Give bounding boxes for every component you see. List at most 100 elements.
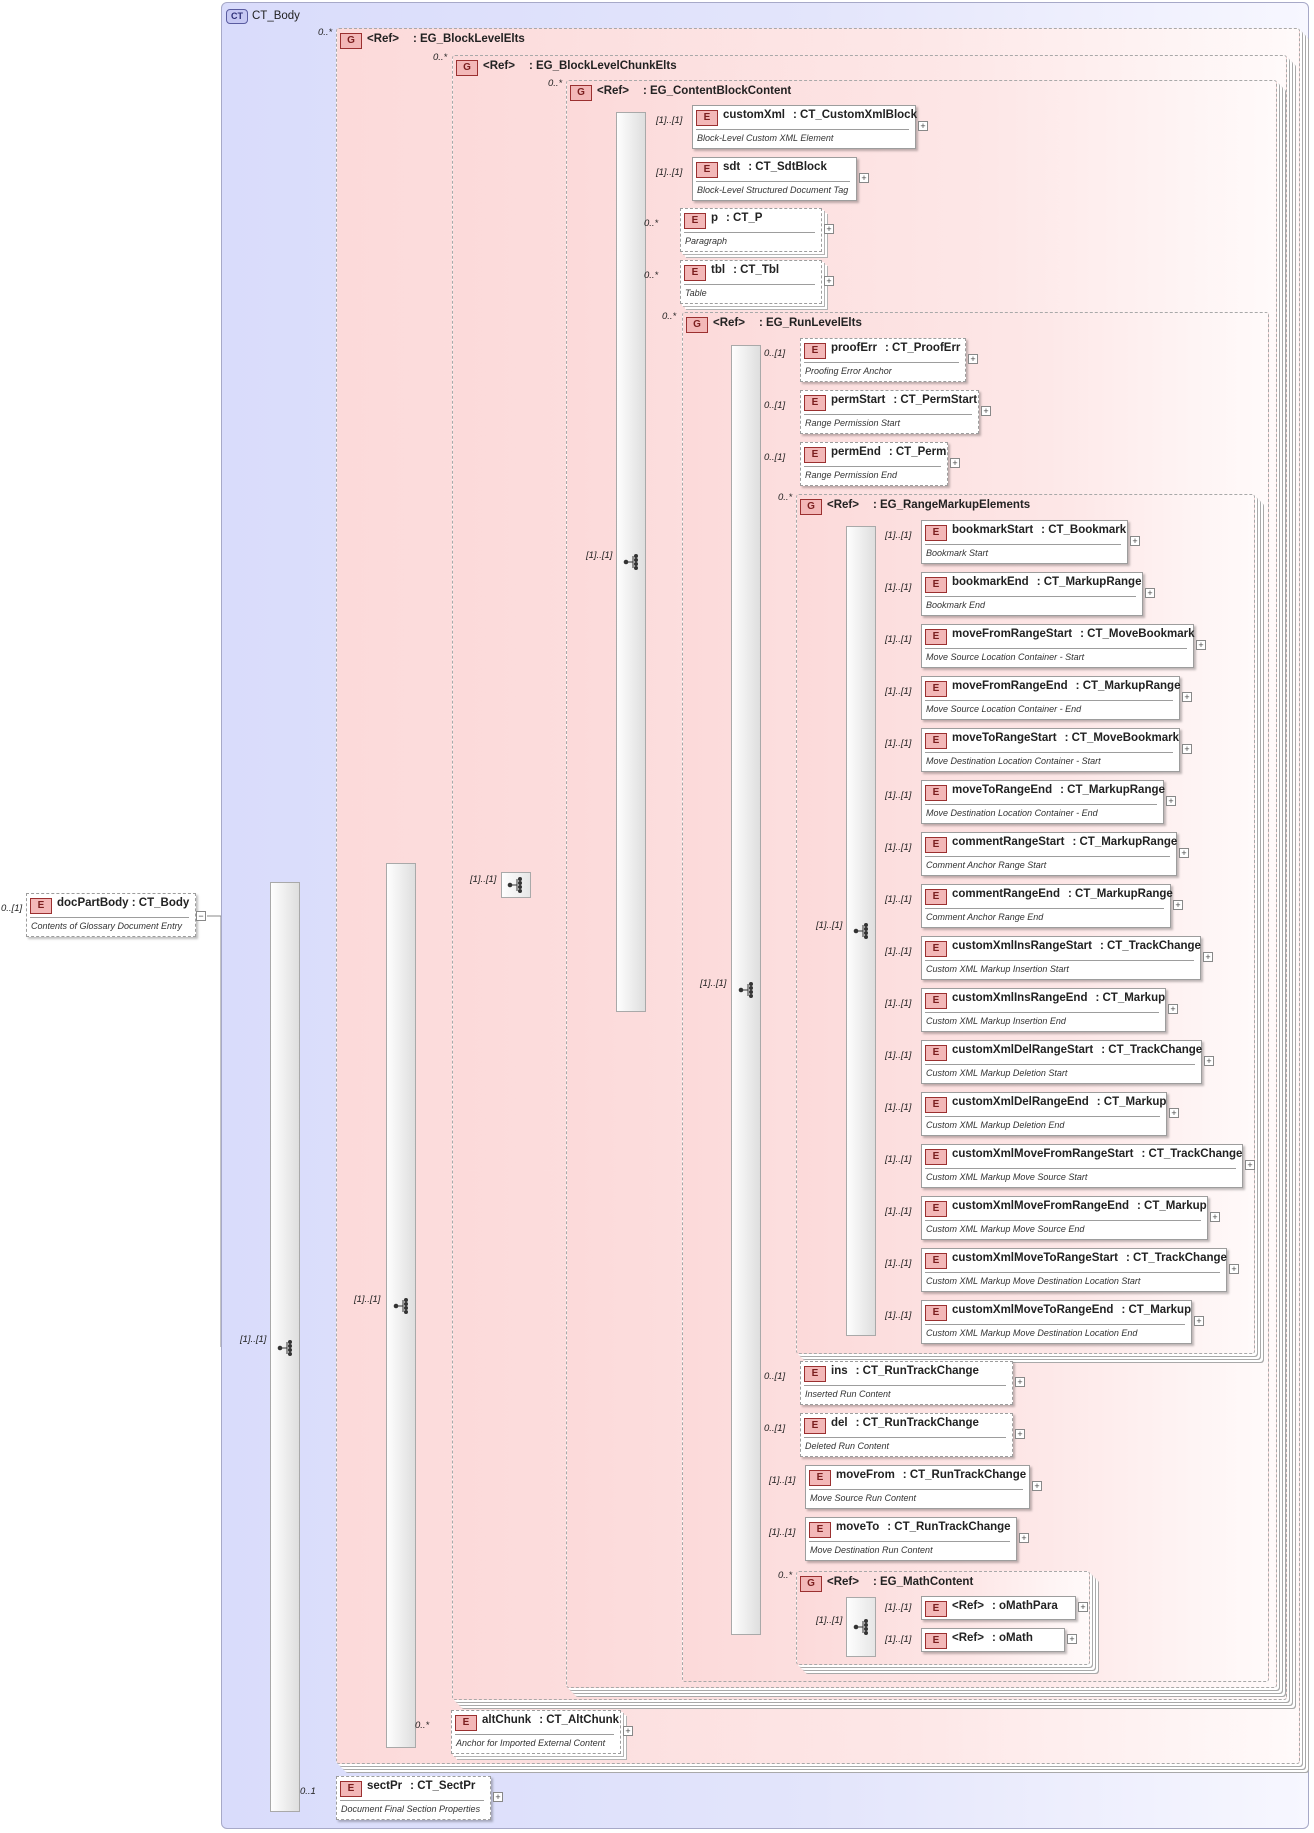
element-name: sectPr: CT_SectPr xyxy=(367,1780,476,1792)
element-doc: Block-Level Structured Document Tag xyxy=(697,185,849,195)
expand-toggle[interactable]: + xyxy=(1229,1264,1239,1274)
element-name: p: CT_P xyxy=(711,212,763,224)
element-badge: E xyxy=(925,1201,947,1217)
expand-toggle[interactable]: + xyxy=(1179,848,1189,858)
expand-toggle[interactable]: + xyxy=(859,173,869,183)
choice-icon xyxy=(623,554,638,570)
expand-toggle[interactable]: + xyxy=(1204,1056,1214,1066)
expand-toggle[interactable]: + xyxy=(1203,952,1213,962)
expand-toggle[interactable]: + xyxy=(1015,1377,1025,1387)
expand-toggle[interactable]: + xyxy=(950,458,960,468)
cardinality-label: [1]..[1] xyxy=(885,1206,912,1217)
expand-toggle[interactable]: + xyxy=(1210,1212,1220,1222)
group-badge: G xyxy=(340,33,362,49)
expand-toggle[interactable]: + xyxy=(1168,1004,1178,1014)
element-badge: E xyxy=(696,162,718,178)
expand-toggle[interactable]: + xyxy=(1145,588,1155,598)
cardinality-label: 0..* xyxy=(644,218,659,229)
element-name: bookmarkStart: CT_Bookmark xyxy=(952,524,1127,536)
element-doc: Custom XML Markup Insertion End xyxy=(926,1016,1066,1026)
expand-toggle[interactable]: + xyxy=(968,354,978,364)
expand-toggle[interactable]: + xyxy=(918,121,928,131)
element-name: del: CT_RunTrackChange xyxy=(831,1417,979,1429)
expand-toggle[interactable]: + xyxy=(981,406,991,416)
element-name: customXmlDelRangeEnd: CT_Markup xyxy=(952,1096,1167,1108)
element-name: altChunk: CT_AltChunk xyxy=(482,1714,620,1726)
expand-toggle[interactable]: + xyxy=(1196,640,1206,650)
expand-toggle[interactable]: + xyxy=(1067,1634,1077,1644)
expand-toggle[interactable]: + xyxy=(1182,692,1192,702)
group-badge: G xyxy=(800,499,822,515)
group-name: <Ref>: EG_BlockLevelChunkElts xyxy=(483,60,677,72)
expand-toggle[interactable]: + xyxy=(493,1792,503,1802)
expand-toggle[interactable]: + xyxy=(623,1726,633,1736)
cardinality-label: [1]..[1] xyxy=(885,946,912,957)
expand-toggle[interactable]: + xyxy=(1245,1160,1255,1170)
expand-toggle[interactable]: + xyxy=(824,224,834,234)
element-omath[interactable]: E<Ref>: oMath xyxy=(921,1628,1065,1652)
element-badge: E xyxy=(804,1418,826,1434)
element-name: commentRangeStart: CT_MarkupRange xyxy=(952,836,1178,848)
element-badge: E xyxy=(455,1715,477,1731)
expand-toggle[interactable]: + xyxy=(1019,1533,1029,1543)
expand-toggle[interactable]: + xyxy=(1173,900,1183,910)
sequence-main-bar[interactable] xyxy=(270,882,300,1812)
expand-toggle[interactable]: + xyxy=(1182,744,1192,754)
expand-toggle[interactable]: + xyxy=(1078,1602,1088,1612)
group-badge: G xyxy=(800,1576,822,1592)
element-badge: E xyxy=(925,1633,947,1649)
expand-toggle[interactable]: + xyxy=(1130,536,1140,546)
cardinality-label: [1]..[1] xyxy=(885,582,912,593)
element-doc: Custom XML Markup Insertion Start xyxy=(926,964,1069,974)
expand-toggle[interactable]: + xyxy=(824,276,834,286)
cardinality-label: [1]..[1] xyxy=(885,1154,912,1165)
expand-toggle[interactable]: + xyxy=(1015,1429,1025,1439)
element-omathpara[interactable]: E<Ref>: oMathPara xyxy=(921,1596,1076,1620)
expand-toggle[interactable]: + xyxy=(1169,1108,1179,1118)
expand-toggle[interactable]: + xyxy=(1032,1481,1042,1491)
cardinality-label: 0..[1] xyxy=(764,1371,786,1382)
complex-type-badge: CT xyxy=(226,9,248,24)
element-name: moveToRangeEnd: CT_MarkupRange xyxy=(952,784,1165,796)
element-name: moveToRangeStart: CT_MoveBookmark xyxy=(952,732,1179,744)
cardinality-label: 0..[1] xyxy=(1,903,23,914)
expand-toggle[interactable]: + xyxy=(1194,1316,1204,1326)
element-name: <Ref>: oMathPara xyxy=(952,1600,1058,1612)
element-name: customXmlInsRangeEnd: CT_Markup xyxy=(952,992,1166,1004)
collapse-toggle[interactable]: − xyxy=(196,911,206,921)
element-docpartbody[interactable]: E docPartBody : CT_Body Contents of Glos… xyxy=(26,893,196,937)
element-name: customXml: CT_CustomXmlBlock xyxy=(723,109,917,121)
expand-toggle[interactable]: + xyxy=(1166,796,1176,806)
element-badge: E xyxy=(809,1470,831,1486)
element-name: moveFromRangeEnd: CT_MarkupRange xyxy=(952,680,1181,692)
